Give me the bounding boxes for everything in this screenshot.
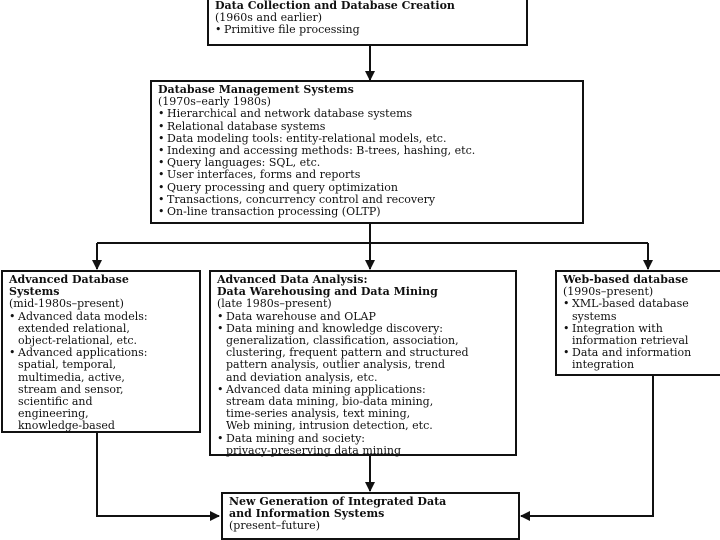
bullet-item: Data and information integration xyxy=(563,347,720,372)
bullet-item: Data mining and knowledge discovery: gen… xyxy=(217,322,509,384)
box-dbms: Database Management Systems(1970s–early … xyxy=(150,80,584,224)
box-title: and Information Systems xyxy=(229,507,385,521)
bullet-item: Hierarchical and network database system… xyxy=(158,108,576,121)
box-period: (1990s–present) xyxy=(563,285,654,299)
bullet-item: On-line transaction processing (OLTP) xyxy=(158,205,576,218)
bullet-list: Hierarchical and network database system… xyxy=(158,108,576,219)
bullet-list: Advanced data models: extended relationa… xyxy=(9,310,193,433)
box-period: (late 1980s–present) xyxy=(217,297,332,311)
box-period: (present–future) xyxy=(229,519,320,533)
box-period: (mid-1980s–present) xyxy=(9,297,124,311)
bullet-list: Primitive file processing xyxy=(215,24,520,37)
bullet-item: Data modeling tools: entity-relational m… xyxy=(158,132,576,145)
box-title: Systems xyxy=(9,285,60,299)
bullet-item: Query processing and query optimization xyxy=(158,181,576,194)
bullet-item: Data mining and society: privacy-preserv… xyxy=(217,432,509,457)
box-advanced-data-analysis: Advanced Data Analysis:Data Warehousing … xyxy=(209,270,517,457)
box-title: Web-based database xyxy=(563,273,689,286)
bullet-item: Data warehouse and OLAP xyxy=(217,310,509,323)
box-web-based-database: Web-based database(1990s–present)XML-bas… xyxy=(555,270,720,376)
arrow-advanced-db-to-newgen xyxy=(96,433,220,521)
bullet-list: Data warehouse and OLAPData mining and k… xyxy=(217,310,509,457)
box-title: New Generation of Integrated Data xyxy=(229,495,447,508)
bullet-item: Transactions, concurrency control and re… xyxy=(158,193,576,206)
bullet-item: Relational database systems xyxy=(158,120,576,133)
box-title: Data Collection and Database Creation xyxy=(215,0,455,12)
bullet-item: Advanced data mining applications: strea… xyxy=(217,383,509,433)
bullet-item: XML-based database systems xyxy=(563,298,720,323)
box-title: Advanced Data Analysis: xyxy=(217,273,368,286)
box-title: Advanced Database xyxy=(9,273,129,286)
bullet-item: Query languages: SQL, etc. xyxy=(158,157,576,170)
box-period: (1960s and earlier) xyxy=(215,11,323,25)
box-title: Database Management Systems xyxy=(158,83,354,96)
bullet-item: Advanced data models: extended relationa… xyxy=(9,310,193,348)
bullet-item: Primitive file processing xyxy=(215,24,520,37)
bullet-item: Integration with information retrieval xyxy=(563,322,720,347)
box-title: Data Warehousing and Data Mining xyxy=(217,285,438,299)
arrow-web-to-newgen xyxy=(520,376,654,521)
bullet-item: User interfaces, forms and reports xyxy=(158,169,576,182)
box-period: (1970s–early 1980s) xyxy=(158,95,271,109)
bullet-list: XML-based database systemsIntegration wi… xyxy=(563,298,720,371)
bullet-item: Indexing and accessing methods: B-trees,… xyxy=(158,144,576,157)
box-data-collection: Data Collection and Database Creation(19… xyxy=(207,0,528,46)
bullet-item: Advanced applications: spatial, temporal… xyxy=(9,347,193,432)
